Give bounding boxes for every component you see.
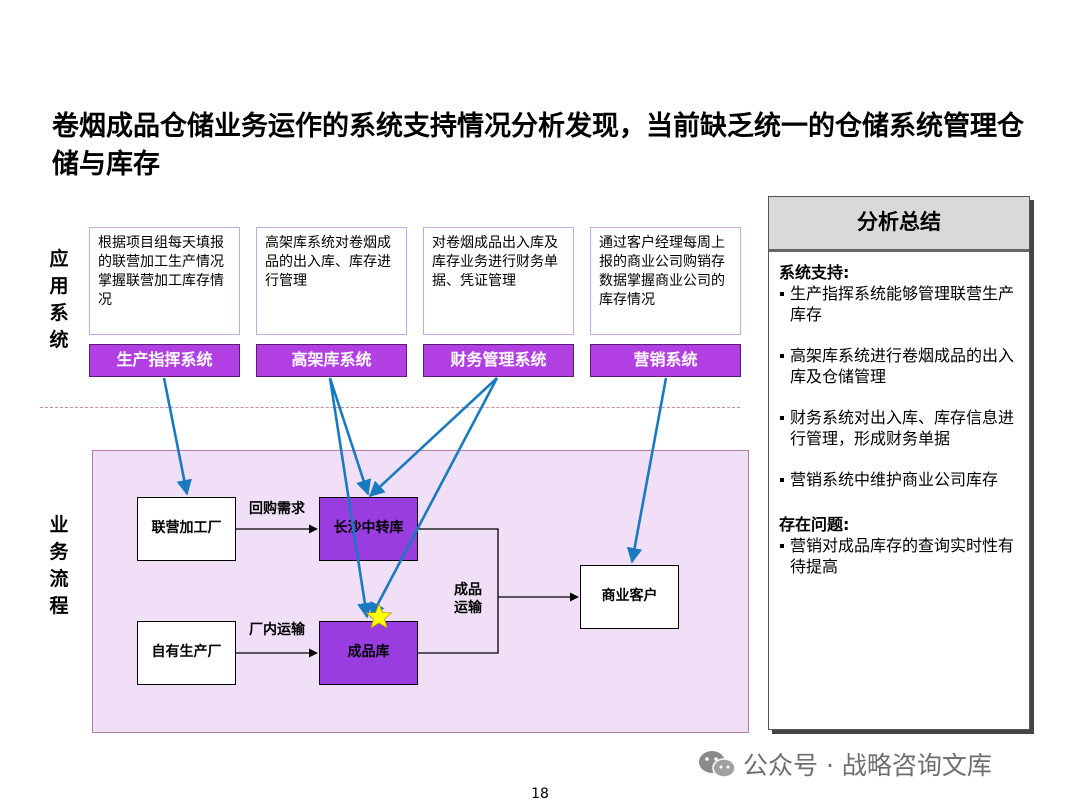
system-marketing: 营销系统: [590, 344, 741, 377]
analysis-summary-panel: 分析总结 系统支持: 生产指挥系统能够管理联营生产库存 高架库系统进行卷烟成品的…: [768, 196, 1030, 730]
support-highbay-to-finished: [328, 377, 373, 619]
page-number: 18: [531, 786, 549, 802]
support-finance-to-changsha: [368, 377, 498, 498]
edge-label-buyback: 回购需求: [249, 501, 305, 517]
node-changsha-transfer: 长沙中转库: [319, 497, 418, 561]
support-item: 生产指挥系统能够管理联营生产库存: [779, 283, 1019, 325]
summary-title: 分析总结: [769, 197, 1029, 252]
support-production-to-joint: [162, 377, 192, 496]
system-finance: 财务管理系统: [423, 344, 574, 377]
layer-divider: [40, 407, 740, 408]
issue-item: 营销对成品库存的查询实时性有待提高: [779, 535, 1019, 577]
system-production-command: 生产指挥系统: [89, 344, 240, 377]
support-item: 财务系统对出入库、库存信息进行管理，形成财务单据: [779, 407, 1019, 449]
page-title: 卷烟成品仓储业务运作的系统支持情况分析发现，当前缺乏统一的仓储系统管理仓储与库存: [52, 111, 1024, 180]
system-desc-highbay: 高架库系统对卷烟成品的出入库、库存进行管理: [256, 227, 407, 335]
support-marketing-to-customer: [626, 377, 668, 564]
system-desc-finance: 对卷烟成品出入库及库存业务进行财务单据、凭证管理: [423, 227, 574, 335]
node-joint-factory: 联营加工厂: [137, 497, 236, 561]
support-section-title: 系统支持:: [779, 263, 850, 282]
node-own-factory: 自有生产厂: [137, 621, 236, 685]
edge-label-product-transport: 成品运输: [451, 581, 485, 617]
node-business-customer: 商业客户: [580, 565, 679, 629]
wechat-icon: [697, 749, 737, 779]
flow-to-customer-bracket: [418, 528, 499, 654]
system-desc-marketing: 通过客户经理每周上报的商业公司购销存数据掌握商业公司的库存情况: [590, 227, 741, 335]
support-finance-to-finished: [369, 377, 499, 619]
support-item: 高架库系统进行卷烟成品的出入库及仓储管理: [779, 345, 1019, 387]
watermark-text: 公众号 · 战略咨询文库: [743, 751, 992, 780]
app-systems-label: 应用系统: [49, 248, 69, 351]
edge-label-internal-transport: 厂内运输: [249, 622, 305, 638]
watermark: 公众号 · 战略咨询文库: [697, 748, 992, 784]
system-desc-production: 根据项目组每天填报的联营加工生产情况掌握联营加工库存情况: [89, 227, 240, 335]
business-process-label: 业务流程: [49, 514, 69, 617]
node-finished-warehouse: 成品库: [319, 621, 418, 685]
issue-section-title: 存在问题:: [779, 515, 850, 534]
support-highbay-to-changsha: [328, 377, 372, 496]
star-icon: [365, 602, 393, 629]
support-item: 营销系统中维护商业公司库存: [779, 469, 1019, 490]
system-high-bay: 高架库系统: [256, 344, 407, 377]
edge-label-product-transport-text: 成品运输: [454, 582, 482, 616]
